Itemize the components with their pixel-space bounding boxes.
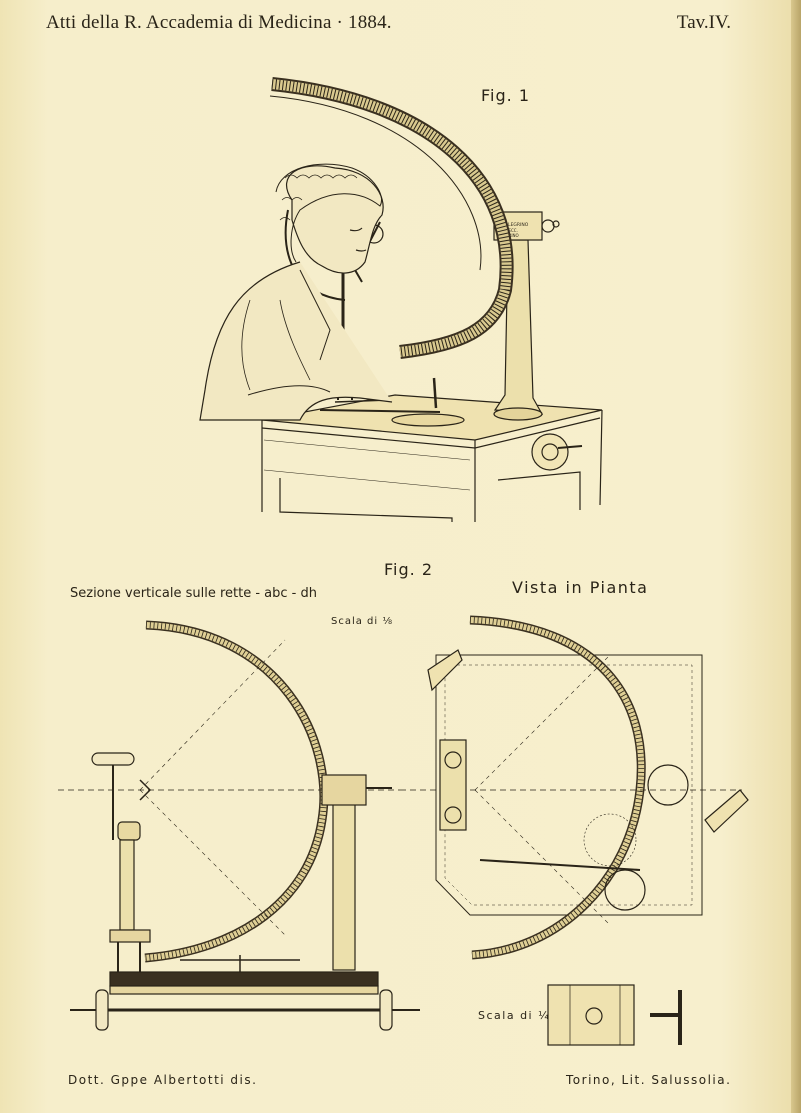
figure-2-section-drawing bbox=[58, 620, 420, 1031]
plan-caption: Vista in Pianta bbox=[512, 578, 649, 597]
footer-author: Dott. Gppe Albertotti dis. bbox=[68, 1073, 258, 1087]
figure-2-plan-drawing bbox=[400, 615, 749, 1046]
svg-text:MECC.: MECC. bbox=[505, 228, 518, 233]
footer-printer: Torino, Lit. Salussolia. bbox=[566, 1073, 732, 1087]
svg-text:PELLEGRINO: PELLEGRINO bbox=[500, 222, 529, 228]
plate-number: Tav.IV. bbox=[676, 12, 731, 33]
figure-2-label: Fig. 2 bbox=[384, 560, 433, 579]
scale-detail: Scala di ¼ bbox=[478, 1009, 551, 1022]
binding-edge bbox=[791, 0, 801, 1113]
scale-main: Scala di ⅛ bbox=[331, 616, 394, 627]
figure-1-drawing: PELLEGRINO MECC. TORINO bbox=[199, 77, 603, 522]
figure-1-label: Fig. 1 bbox=[481, 86, 530, 105]
journal-title: Atti della R. Accademia di Medicina · 18… bbox=[46, 12, 392, 33]
section-caption: Sezione verticale sulle rette - abc - dh bbox=[70, 586, 317, 601]
